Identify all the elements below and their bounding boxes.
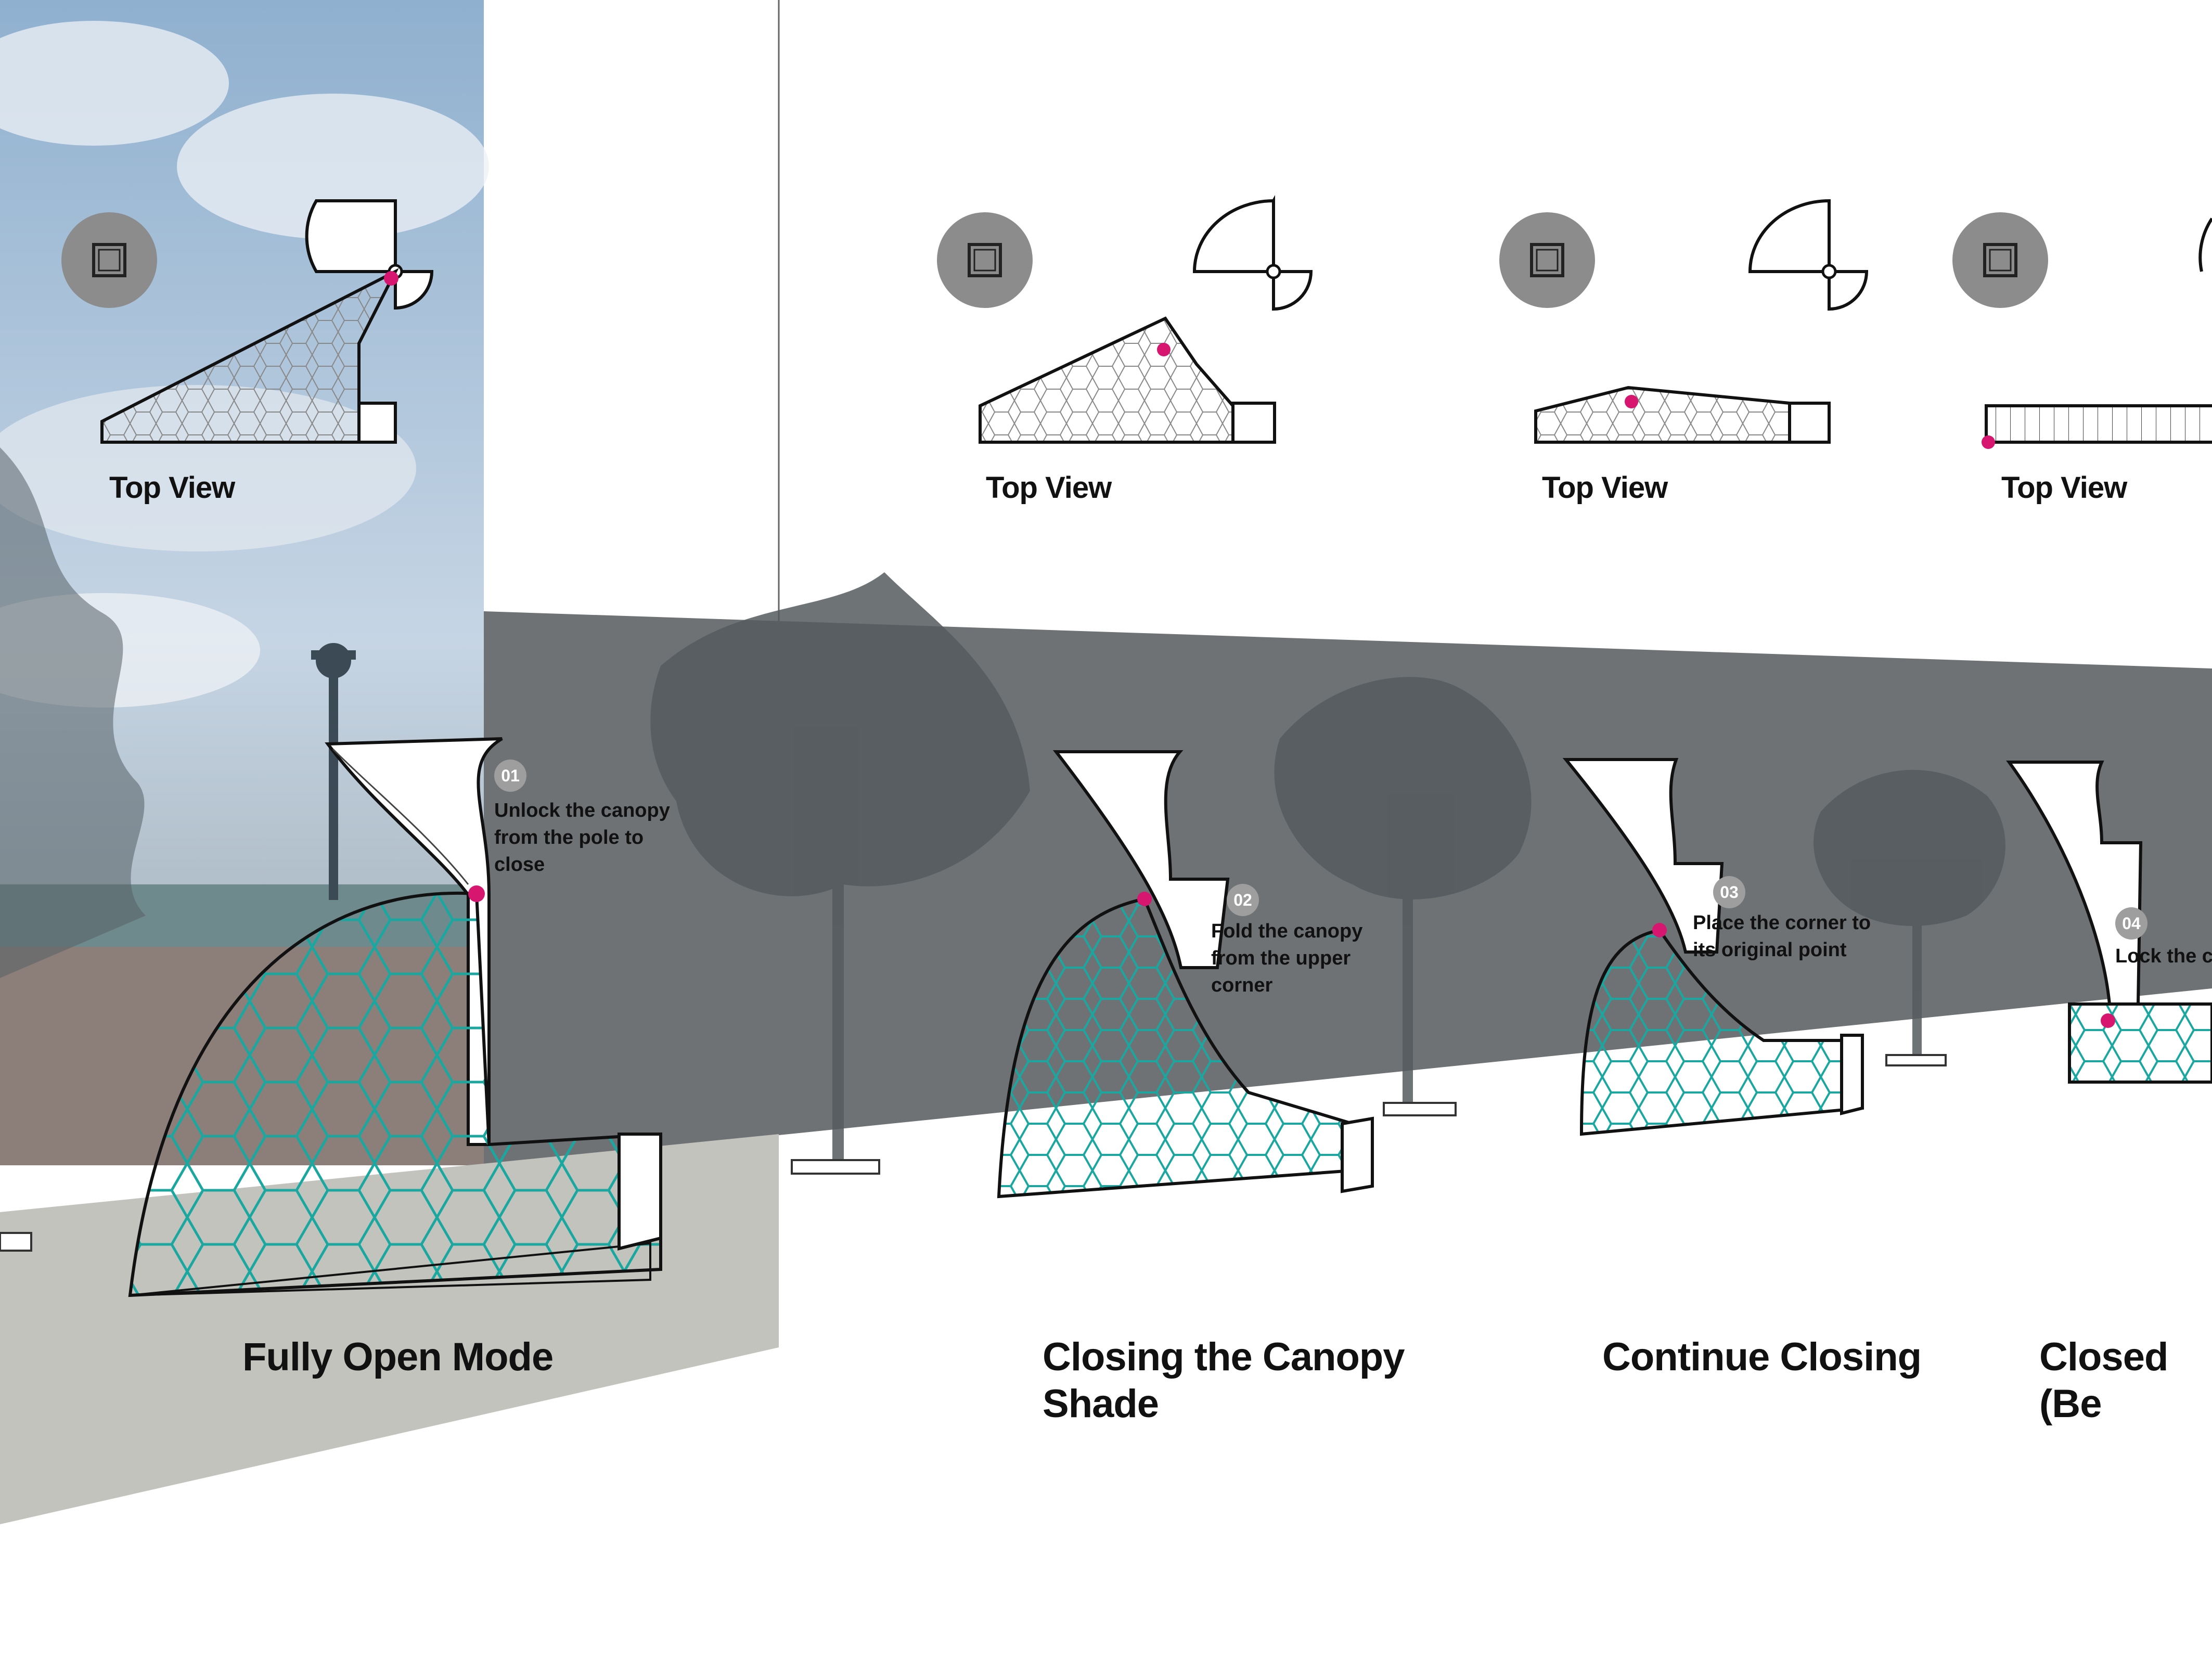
attachment-dot — [468, 885, 485, 902]
step-number-badge: 01 — [494, 760, 526, 792]
canopy-mesh — [997, 897, 1354, 1199]
step-instruction: Fold the canopy from the upper corner — [1211, 920, 1363, 996]
canopy-mesh — [128, 892, 662, 1297]
pole-square — [92, 243, 126, 277]
step-instruction: Lock the ca — [2115, 945, 2212, 967]
panel-2-top-view — [937, 195, 1313, 444]
step-instruction: Unlock the canopy from the pole to close — [494, 800, 670, 876]
shrub-icon — [61, 212, 157, 308]
shrub-icon — [937, 212, 1033, 308]
attachment-dot — [2101, 1013, 2115, 1028]
tree-shadows — [650, 572, 2005, 1165]
step-number-badge: 02 — [1227, 884, 1259, 916]
panel-3-top-view-label: Top View — [1542, 471, 1668, 505]
tree-bases — [0, 1054, 1947, 1252]
panel-4-top-view — [1952, 212, 2212, 449]
attachment-dot — [1982, 435, 1995, 449]
street-lamp — [311, 643, 356, 900]
anchor-block — [357, 402, 397, 444]
pole-funnel — [2006, 761, 2143, 1006]
panel-1-canopy — [128, 737, 662, 1297]
panel-2-canopy — [997, 750, 1374, 1199]
panel-1-top-view-label: Top View — [109, 471, 235, 505]
canopy-footprint — [979, 316, 1234, 444]
attachment-dot — [1652, 923, 1667, 937]
pole-funnel — [1052, 750, 1230, 969]
panel-3-top-view — [1499, 199, 1869, 444]
panel-2-title: Closing the Canopy Shade — [1043, 1335, 1405, 1426]
panel-4-canopy — [2006, 761, 2212, 1084]
anchor-block — [618, 1133, 662, 1251]
step-instruction: Place the corner to its original point — [1693, 912, 1871, 961]
canopy-footprint — [1985, 404, 2212, 444]
shrub-icon — [1952, 212, 2048, 308]
panel-1-top-view — [61, 199, 434, 444]
canopy-footprint — [1534, 385, 1791, 444]
step-number-badge: 03 — [1713, 876, 1745, 908]
shrub-icon — [1499, 212, 1595, 308]
panel-2-top-view-label: Top View — [986, 471, 1112, 505]
panel-4-top-view-label: Top View — [2001, 471, 2127, 505]
pole-quarter-circle — [305, 199, 397, 273]
canopy-mesh — [2068, 1002, 2212, 1084]
canopy-mesh — [1579, 928, 1864, 1136]
attachment-dot — [384, 271, 398, 286]
panel-4-title: Closed (Be — [2039, 1335, 2168, 1426]
pole-funnel — [1562, 758, 1724, 954]
panel-1-title: Fully Open Mode — [242, 1335, 554, 1379]
attachment-dot — [1137, 892, 1152, 906]
anchor-block — [1840, 1034, 1864, 1115]
step-number-badge: 04 — [2115, 907, 2147, 940]
anchor-block — [1341, 1116, 1374, 1193]
panel-3-title: Continue Closing — [1602, 1335, 1922, 1379]
attachment-dot — [1625, 395, 1638, 408]
canopy-footprint — [100, 268, 399, 444]
panel-3-canopy — [1562, 758, 1864, 1136]
attachment-dot — [1157, 343, 1171, 356]
